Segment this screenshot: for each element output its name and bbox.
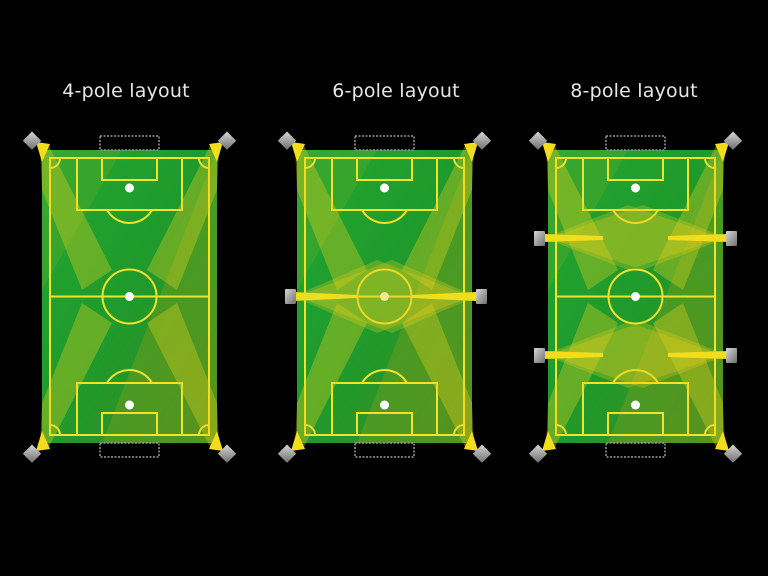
title-6-pole: 6-pole layout [332, 80, 460, 102]
upper-right-pole [726, 231, 737, 246]
mid-left-pole [285, 289, 296, 304]
title-8-pole: 8-pole layout [570, 80, 698, 102]
mid-right-pole [476, 289, 487, 304]
field-6-pole [277, 131, 492, 463]
lower-left-pole [534, 348, 545, 363]
field-4-pole [22, 131, 237, 463]
field-8-pole [528, 131, 743, 463]
upper-left-pole [534, 231, 545, 246]
lower-right-pole [726, 348, 737, 363]
title-4-pole: 4-pole layout [62, 80, 190, 102]
